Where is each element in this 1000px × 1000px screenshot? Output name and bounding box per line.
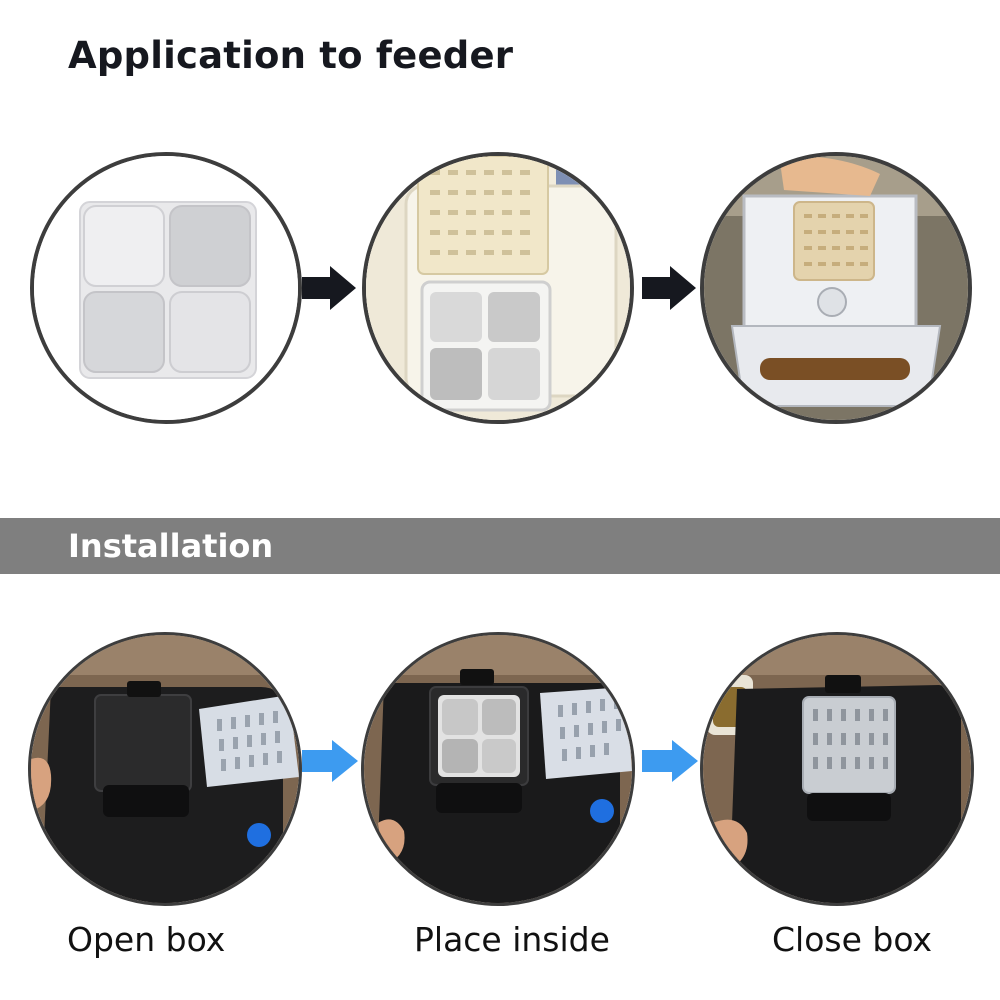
page-title: Application to feeder — [68, 34, 514, 77]
section-banner: Installation — [0, 518, 1000, 574]
filter-pad-photo — [30, 152, 302, 424]
section-title: Installation — [68, 527, 274, 565]
arrow-right-icon — [302, 266, 356, 310]
arrow-right-icon — [642, 740, 698, 782]
step-caption-open-box: Open box — [67, 920, 226, 959]
step-place-inside-photo — [361, 632, 635, 906]
step-caption-close-box: Close box — [772, 920, 933, 959]
arrow-right-icon — [642, 266, 696, 310]
step-open-box-photo — [28, 632, 302, 906]
feeder-open-lid-photo — [362, 152, 634, 424]
step-caption-place-inside: Place inside — [414, 920, 610, 959]
feeder-installed-photo — [700, 152, 972, 424]
step-close-box-photo — [700, 632, 974, 906]
arrow-right-icon — [302, 740, 358, 782]
